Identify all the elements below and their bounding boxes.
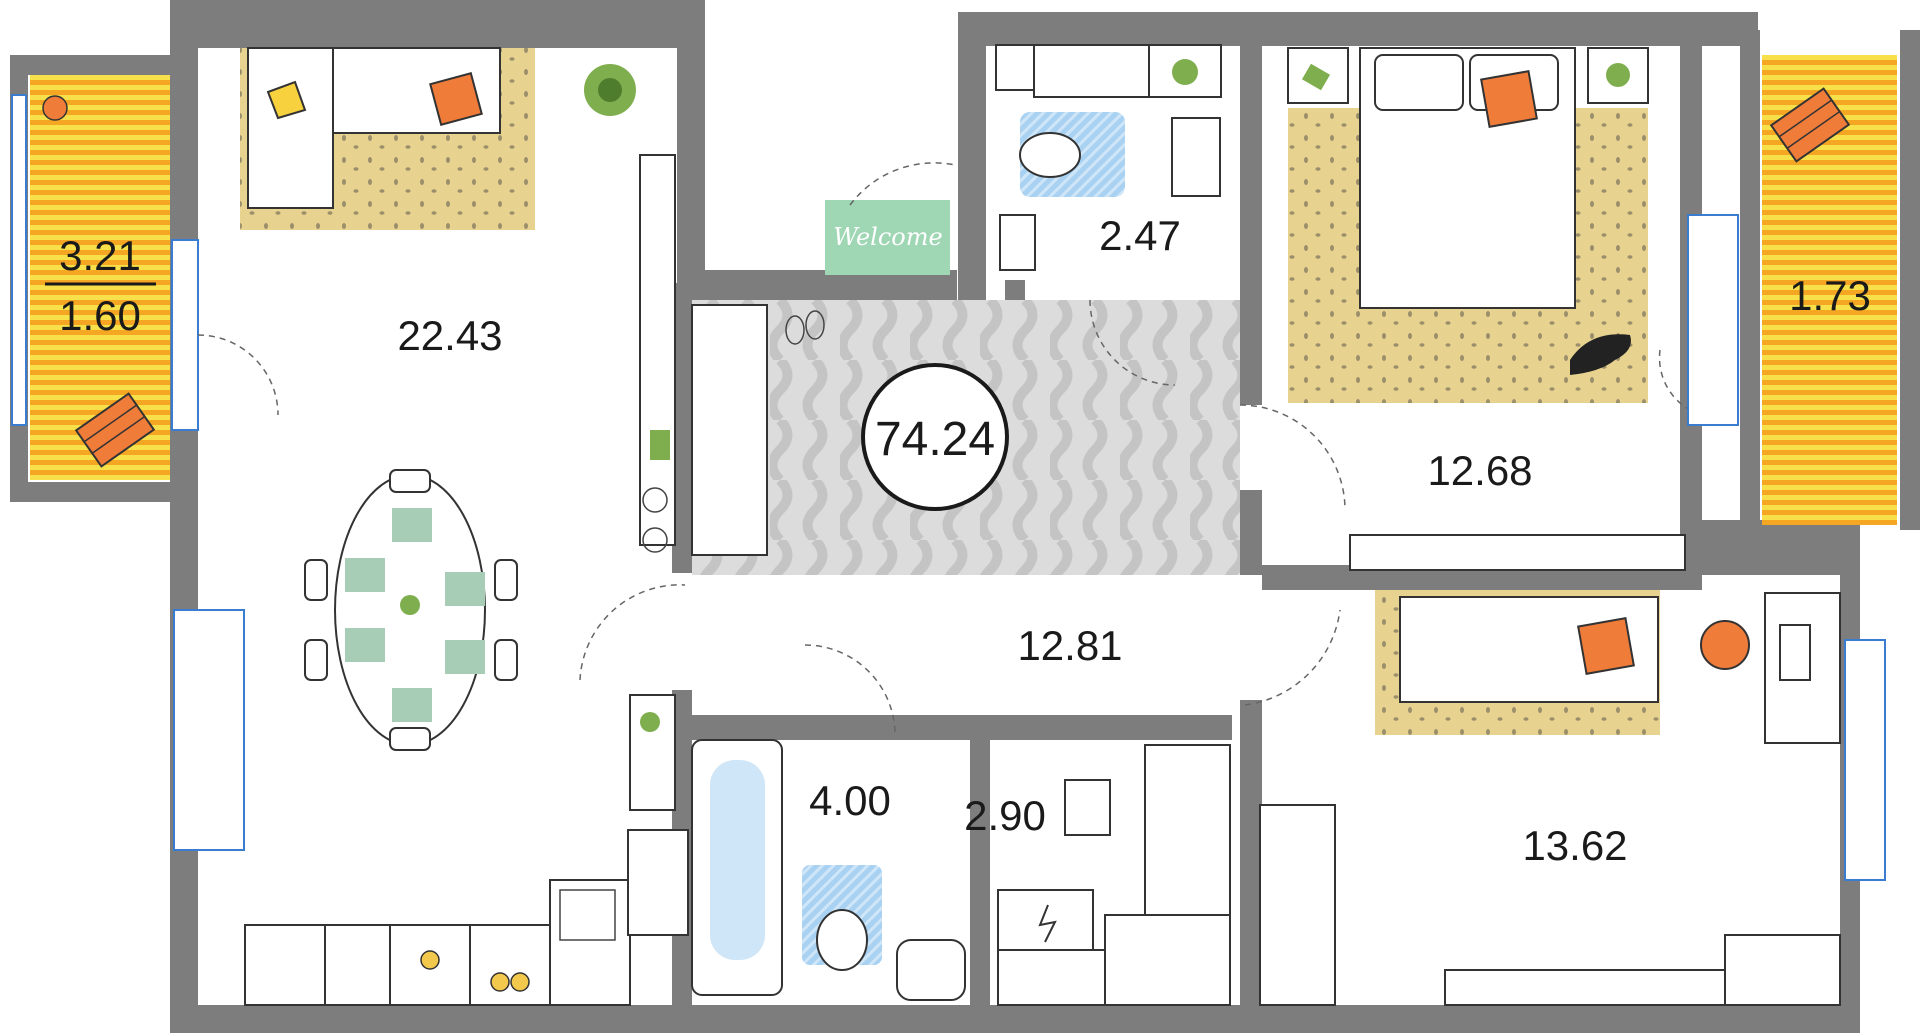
bedroom-top-room: 12.68 (1239, 47, 1691, 571)
cat-icon (1570, 334, 1631, 375)
window (1844, 639, 1886, 881)
window (173, 609, 245, 851)
area-label-balcony-left-bottom: 1.60 (59, 292, 141, 339)
plant-icon (584, 64, 636, 116)
lounger-icon (1769, 87, 1851, 163)
radiator (1171, 117, 1221, 197)
toilet-icon (816, 909, 868, 971)
tv-stand (1349, 534, 1686, 571)
total-area-label: 74.24 (875, 413, 995, 466)
area-label-balcony-right: 1.73 (1789, 272, 1871, 319)
plant-icon (1172, 59, 1198, 85)
wardrobe (1259, 804, 1336, 1006)
area-label-sauna: 2.90 (964, 792, 1046, 839)
lounger-icon (74, 392, 156, 468)
corridor: 12.81 (579, 584, 1341, 736)
welcome-mat-label: Welcome (833, 223, 942, 251)
egg-icon (420, 950, 440, 970)
keyboard-icon (1779, 624, 1811, 681)
plate-icon (510, 972, 530, 992)
bathroom-room: 4.00 (627, 694, 966, 1001)
bedroom-bottom-room: 13.62 (1259, 590, 1886, 1006)
pillow-icon (266, 80, 307, 120)
sink-icon (999, 214, 1036, 271)
slippers-icon (805, 310, 825, 340)
sofa-corner (247, 47, 334, 209)
shoe-cabinet (691, 304, 768, 556)
radiator (1724, 934, 1841, 1006)
area-label-bathroom: 4.00 (809, 777, 891, 824)
area-label-bedroom-bottom: 13.62 (1522, 822, 1627, 869)
sauna-bucket-icon (1064, 779, 1111, 836)
area-label-living: 22.43 (397, 312, 502, 359)
ball-icon (42, 95, 68, 121)
wc-room: 2.47 (995, 44, 1222, 386)
kitchen-sink (549, 879, 631, 1006)
dining-table (304, 469, 518, 751)
washer-icon (642, 487, 668, 513)
welcome-mat (825, 200, 950, 275)
lightning-icon (1038, 904, 1057, 943)
area-label-corridor: 12.81 (1017, 622, 1122, 669)
plant-icon (650, 430, 670, 460)
balcony-right: 1.73 (1687, 55, 1897, 525)
balcony-left: 3.21 1.60 (11, 75, 199, 480)
pillow-icon (429, 72, 483, 126)
pillow-icon (1374, 54, 1464, 111)
area-label-wc: 2.47 (1099, 212, 1181, 259)
plant-icon (640, 712, 660, 732)
sink-icon (896, 939, 966, 1001)
chair-icon (1700, 620, 1750, 670)
area-label-balcony-left-top: 3.21 (59, 232, 141, 279)
washer-icon (642, 527, 668, 553)
plant-icon (1606, 63, 1630, 87)
fridge (244, 924, 326, 1006)
window (1687, 214, 1739, 426)
total-area-badge (861, 363, 1009, 511)
washer (627, 829, 689, 936)
toilet-icon (1019, 132, 1081, 178)
plate-icon (490, 972, 510, 992)
slippers-icon (785, 315, 805, 345)
living-kitchen-room: 22.43 (173, 47, 676, 1006)
pillow-icon (1577, 617, 1635, 675)
sauna-room: 2.90 (964, 744, 1231, 1006)
area-label-bedroom-top: 12.68 (1427, 447, 1532, 494)
plant-icon (400, 595, 420, 615)
pillow-icon (1480, 70, 1538, 128)
hallway: Welcome 74.24 (691, 162, 1240, 575)
